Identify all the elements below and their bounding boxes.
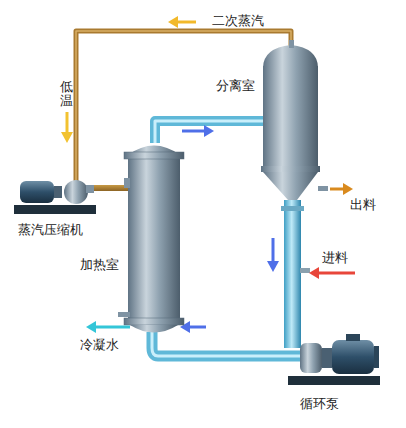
part-label: 循环泵	[300, 396, 339, 412]
part-label: 进料	[322, 250, 348, 266]
part-label: 低温	[60, 80, 73, 109]
part-label: 冷凝水	[80, 337, 119, 353]
part-label: 加热室	[80, 257, 119, 273]
part-label: 蒸汽压缩机	[18, 222, 83, 238]
part-label: 二次蒸汽	[212, 13, 264, 29]
part-label: 出料	[350, 197, 376, 213]
part-label: 分离室	[216, 78, 255, 94]
